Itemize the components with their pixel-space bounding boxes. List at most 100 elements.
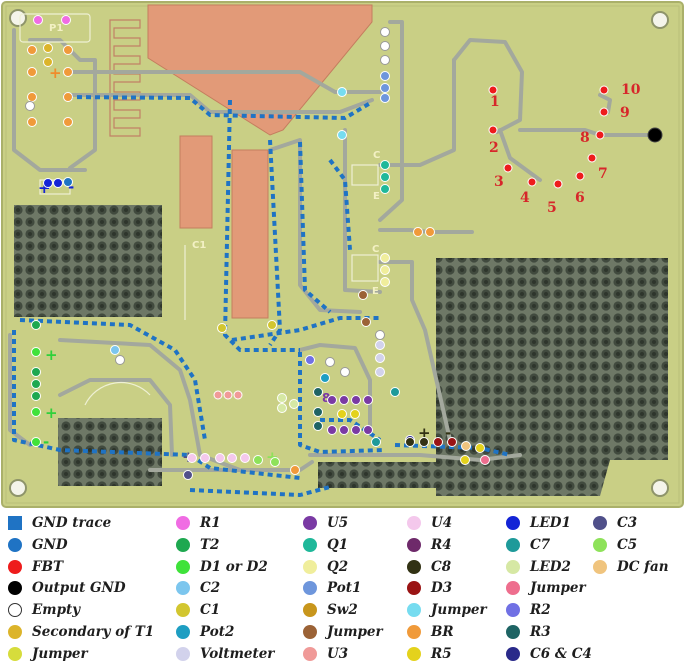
legend-swatch bbox=[407, 537, 421, 552]
legend-swatch bbox=[176, 581, 190, 596]
legend-label: Q1 bbox=[327, 536, 349, 553]
legend-item: D1 or D2 bbox=[176, 557, 268, 577]
minus-d2: - bbox=[43, 433, 49, 451]
legend-swatch bbox=[407, 559, 421, 574]
legend-item: C5 bbox=[593, 535, 637, 555]
pin-label-2: 2 bbox=[489, 140, 499, 156]
legend-label: T2 bbox=[200, 536, 220, 553]
legend-label: GND trace bbox=[32, 515, 112, 531]
pin-label-1: 1 bbox=[490, 94, 500, 110]
legend-item: Jumper bbox=[506, 578, 586, 598]
legend-label: U5 bbox=[327, 515, 349, 531]
legend-label: Voltmeter bbox=[200, 645, 275, 662]
pin-label-3: 3 bbox=[494, 174, 504, 190]
legend-label: D3 bbox=[431, 580, 453, 597]
legend-item: C3 bbox=[593, 513, 637, 533]
legend-item: R3 bbox=[506, 622, 551, 642]
legend-swatch bbox=[176, 559, 190, 574]
legend-swatch bbox=[506, 646, 520, 661]
legend-swatch bbox=[176, 603, 190, 618]
legend-item: C7 bbox=[506, 535, 550, 555]
legend-label: C1 bbox=[200, 602, 221, 619]
legend-swatch bbox=[506, 559, 520, 574]
legend-item: Pot1 bbox=[303, 578, 361, 598]
legend-item: Q1 bbox=[303, 535, 348, 555]
pin-label-5: 5 bbox=[547, 200, 557, 216]
legend-swatch bbox=[303, 516, 317, 530]
legend-item: Empty bbox=[8, 600, 80, 620]
pin-label-7: 7 bbox=[598, 166, 608, 182]
legend-swatch bbox=[8, 516, 22, 530]
plus-p1: + bbox=[49, 64, 62, 82]
legend-item: R4 bbox=[407, 535, 452, 555]
pin-label-6: 6 bbox=[575, 190, 585, 206]
legend-swatch bbox=[8, 646, 22, 661]
pcb-board-photo: P1 C1 C E C E 8 + + - + + - + + + - bbox=[1, 1, 684, 508]
legend-label: Jumper bbox=[530, 580, 586, 597]
legend-swatch bbox=[506, 537, 520, 552]
legend-swatch bbox=[303, 625, 317, 639]
legend-label: Q2 bbox=[327, 558, 349, 575]
legend-swatch bbox=[176, 646, 190, 661]
legend-item: Pot2 bbox=[176, 622, 234, 642]
legend-label: Jumper bbox=[431, 602, 487, 619]
legend-label: LED2 bbox=[530, 558, 571, 575]
legend-label: Pot1 bbox=[327, 580, 362, 597]
minus-c8: - bbox=[445, 424, 451, 442]
legend-label: R5 bbox=[431, 645, 452, 662]
legend-label: C5 bbox=[617, 536, 638, 553]
legend-item: C6 & C4 bbox=[506, 644, 592, 664]
legend-label: Sw2 bbox=[327, 602, 358, 619]
pin-label-4: 4 bbox=[520, 190, 530, 206]
legend-label: C3 bbox=[617, 515, 638, 531]
legend-swatch bbox=[593, 537, 607, 552]
legend-swatch bbox=[8, 559, 22, 574]
u5-pin-label: 8 bbox=[322, 391, 330, 405]
legend-item: Output GND bbox=[8, 578, 126, 598]
legend-swatch bbox=[8, 537, 22, 552]
legend-label: Pot2 bbox=[200, 624, 235, 640]
legend-swatch bbox=[8, 581, 22, 596]
legend-label: BR bbox=[431, 624, 454, 640]
fbt-pin-numbers: 1 2 3 4 5 6 7 8 9 10 bbox=[489, 82, 641, 216]
legend-label: GND bbox=[32, 536, 68, 553]
legend-item: Voltmeter bbox=[176, 644, 274, 664]
perforated-areas bbox=[14, 205, 668, 496]
legend-item: U3 bbox=[303, 644, 348, 664]
legend-label: C6 & C4 bbox=[530, 645, 592, 662]
legend-item: Jumper bbox=[407, 600, 487, 620]
legend-label: U3 bbox=[327, 645, 349, 662]
legend-swatch bbox=[176, 516, 190, 530]
legend-swatch bbox=[407, 516, 421, 530]
component-pads bbox=[25, 15, 663, 480]
legend-item: U4 bbox=[407, 513, 452, 533]
legend-swatch bbox=[506, 581, 520, 596]
legend-swatch bbox=[506, 516, 520, 530]
legend-item: LED1 bbox=[506, 513, 571, 533]
legend-label: D1 or D2 bbox=[200, 558, 268, 575]
legend-swatch bbox=[593, 559, 607, 574]
legend-label: R2 bbox=[530, 602, 551, 619]
legend-label: R4 bbox=[431, 536, 452, 553]
legend-item: R5 bbox=[407, 644, 452, 664]
legend-item: R1 bbox=[176, 513, 221, 533]
legend-label: U4 bbox=[431, 515, 453, 531]
p1-label: P1 bbox=[49, 23, 63, 34]
c-label-lower: C bbox=[372, 244, 379, 255]
legend-swatch bbox=[506, 603, 520, 618]
plus-c8: + bbox=[418, 424, 431, 442]
legend-label: Secondary of T1 bbox=[32, 624, 155, 640]
legend-label: C2 bbox=[200, 580, 221, 597]
legend-label: R3 bbox=[530, 624, 551, 640]
e-label-lower: E bbox=[372, 286, 379, 297]
legend-swatch bbox=[407, 603, 421, 618]
e-label-upper: E bbox=[373, 191, 380, 202]
legend-item: Q2 bbox=[303, 557, 348, 577]
legend-item: Jumper bbox=[8, 644, 88, 664]
pin-label-8: 8 bbox=[580, 130, 590, 146]
legend-item: GND trace bbox=[8, 513, 111, 533]
legend-item: U5 bbox=[303, 513, 348, 533]
legend-label: C8 bbox=[431, 558, 452, 575]
gnd-traces bbox=[12, 95, 511, 497]
